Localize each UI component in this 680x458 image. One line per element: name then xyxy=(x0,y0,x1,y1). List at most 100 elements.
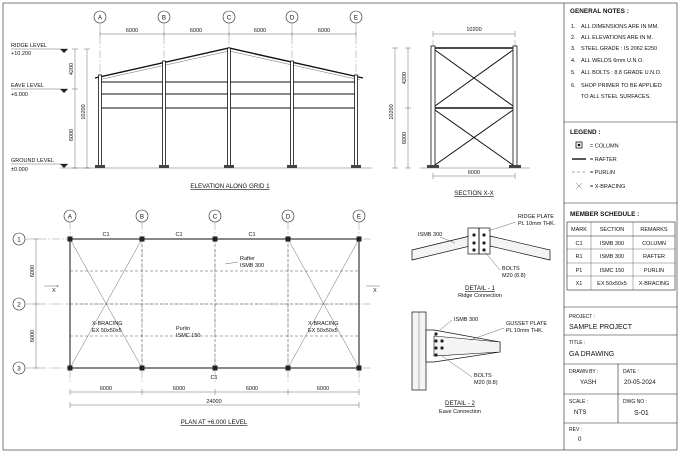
table-cell: EX 50x50x5 xyxy=(597,281,627,287)
svg-text:3: 3 xyxy=(17,366,21,373)
plan-grid-c: C xyxy=(208,209,222,223)
svg-text:6.: 6. xyxy=(571,83,576,89)
schedule-col-remarks: REMARKS xyxy=(640,227,668,233)
span-dim-ab: 6000 xyxy=(126,28,138,34)
svg-text:4200: 4200 xyxy=(69,63,75,75)
plan-section-mark-left: X xyxy=(52,288,56,294)
table-cell: PURLIN xyxy=(644,268,664,274)
plan-rafter-label: Rafter xyxy=(240,256,255,262)
detail2-subtitle: Eave Connection xyxy=(439,409,481,415)
plan-bottom-dim-1: 6000 xyxy=(100,386,112,392)
section-bracing-upper-2 xyxy=(434,49,514,107)
plan-bracing-right-section: EX 50x50x5 xyxy=(308,328,338,334)
note-2: ALL ELEVATIONS ARE IN M. xyxy=(581,35,654,41)
elevation-title: ELEVATION ALONG GRID 1 xyxy=(190,183,270,190)
section-top-dim: 10200 xyxy=(466,27,481,33)
elevation-span-dims: 6000 6000 6000 6000 xyxy=(99,28,357,37)
note-1: ALL DIMENSIONS ARE IN MM. xyxy=(581,24,659,30)
project-label: PROJECT : xyxy=(569,314,595,320)
plan-columns xyxy=(67,236,362,371)
plan-bottom-dim-2: 6000 xyxy=(173,386,185,392)
table-cell: ISMB 300 xyxy=(600,241,624,247)
plan-purlin-label: Purlin xyxy=(176,326,190,332)
svg-text:10200: 10200 xyxy=(81,104,87,119)
eave-level-marker: EAVE LEVEL +6.000 xyxy=(11,83,68,98)
svg-text:±0.000: ±0.000 xyxy=(11,167,28,173)
section-bracing-lower-2 xyxy=(434,109,514,166)
legend-column-icon xyxy=(575,141,583,149)
svg-text:A: A xyxy=(98,15,103,22)
plan-grid-a: A xyxy=(63,209,77,223)
svg-text:GROUND LEVEL: GROUND LEVEL xyxy=(11,158,54,164)
svg-text:A: A xyxy=(68,214,73,221)
section-column-left xyxy=(430,45,436,168)
detail-2: ISMB 300 GUSSET PLATE PL 10mm THK. BOLTS… xyxy=(411,311,547,415)
svg-text:3.: 3. xyxy=(571,46,576,52)
plan-section-mark-right: X xyxy=(373,288,377,294)
plan-view: A B C D E 1 2 3 xyxy=(12,209,380,426)
detail2-plate-spec: PL 10mm THK. xyxy=(506,328,544,334)
svg-text:E: E xyxy=(357,214,361,221)
drawn-by-value: YASH xyxy=(580,379,596,386)
span-dim-cd: 6000 xyxy=(254,28,266,34)
section-column-right xyxy=(512,45,518,168)
plan-purlin-section: ISMC 150 xyxy=(176,333,200,339)
table-cell: X1 xyxy=(576,281,583,287)
table-cell: P1 xyxy=(576,268,583,274)
svg-text:D: D xyxy=(290,15,295,22)
elevation-view: A B C D E xyxy=(11,10,372,190)
note-4: ALL WELDS 6mm U.N.O. xyxy=(581,58,644,64)
drawing-title: GA DRAWING xyxy=(569,351,614,358)
plan-bracing-left-section: EX 50x50x5 xyxy=(92,328,122,334)
svg-text:B: B xyxy=(162,15,166,22)
section-bottom-dim: 6000 xyxy=(468,170,480,176)
detail2-title: DETAIL - 2 xyxy=(445,400,475,407)
plan-grid-2: 2 xyxy=(12,297,26,311)
ridge-level-marker: RIDGE LEVEL +10.200 xyxy=(11,43,68,57)
schedule-heading: MEMBER SCHEDULE : xyxy=(570,211,639,218)
member-schedule: MEMBER SCHEDULE : MARK SECTION REMARKS C… xyxy=(566,211,676,291)
date-value: 20-05-2024 xyxy=(624,379,656,386)
col-tag-3: C1 xyxy=(248,232,255,238)
plan-grid-1: 1 xyxy=(12,232,26,246)
detail1-subtitle: Ridge Connection xyxy=(458,293,502,299)
detail2-plate-label: GUSSET PLATE xyxy=(506,321,547,327)
detail-1: ISMB 300 RIDGE PLATE PL 10mm THK. BOLTS … xyxy=(411,214,556,299)
title-block: PROJECT : SAMPLE PROJECT TITLE : GA DRAW… xyxy=(564,314,677,443)
col-tag-4: C1 xyxy=(210,375,217,381)
schedule-col-mark: MARK xyxy=(571,227,587,233)
svg-text:EAVE LEVEL: EAVE LEVEL xyxy=(11,83,44,89)
date-label: DATE : xyxy=(623,369,639,375)
section-view: 10200 6000 4200 6000 10200 SECTION X-X xyxy=(389,27,530,197)
plan-bottom-dim-4: 6000 xyxy=(317,386,329,392)
scale-label: SCALE : xyxy=(569,399,588,405)
ground-level-marker: GROUND LEVEL ±0.000 xyxy=(11,158,68,173)
table-cell: RAFTER xyxy=(643,254,665,260)
table-cell: C1 xyxy=(575,241,582,247)
legend-heading: LEGEND : xyxy=(570,129,601,136)
svg-text:2: 2 xyxy=(17,302,21,309)
span-dim-de: 6000 xyxy=(318,28,330,34)
legend-column-text: = COLUMN xyxy=(590,144,619,150)
notes-heading: GENERAL NOTES : xyxy=(570,8,629,15)
plan-bracing-right-2 xyxy=(287,238,360,369)
table-cell: COLUMN xyxy=(642,241,666,247)
svg-text:6000: 6000 xyxy=(69,129,75,141)
col-tag-2: C1 xyxy=(175,232,182,238)
plan-side-dim-1: 6000 xyxy=(30,265,36,277)
svg-text:C: C xyxy=(227,15,232,22)
svg-text:4200: 4200 xyxy=(402,72,408,84)
plan-side-dim-2: 6000 xyxy=(30,330,36,342)
plan-bracing-left-2 xyxy=(69,238,143,369)
table-cell: R1 xyxy=(575,254,582,260)
plan-bracing-right-label: X-BRACING xyxy=(308,321,339,327)
note-6: SHOP PRIMER TO BE APPLIED xyxy=(581,83,662,89)
legend-rafter-text: = RAFTER xyxy=(590,157,617,163)
dwg-no-value: S-01 xyxy=(634,410,649,417)
project-name: SAMPLE PROJECT xyxy=(569,324,633,331)
plan-grid-3: 3 xyxy=(12,361,26,375)
detail2-bolt-spec: M20 (8.8) xyxy=(474,380,498,386)
svg-text:E: E xyxy=(354,15,358,22)
